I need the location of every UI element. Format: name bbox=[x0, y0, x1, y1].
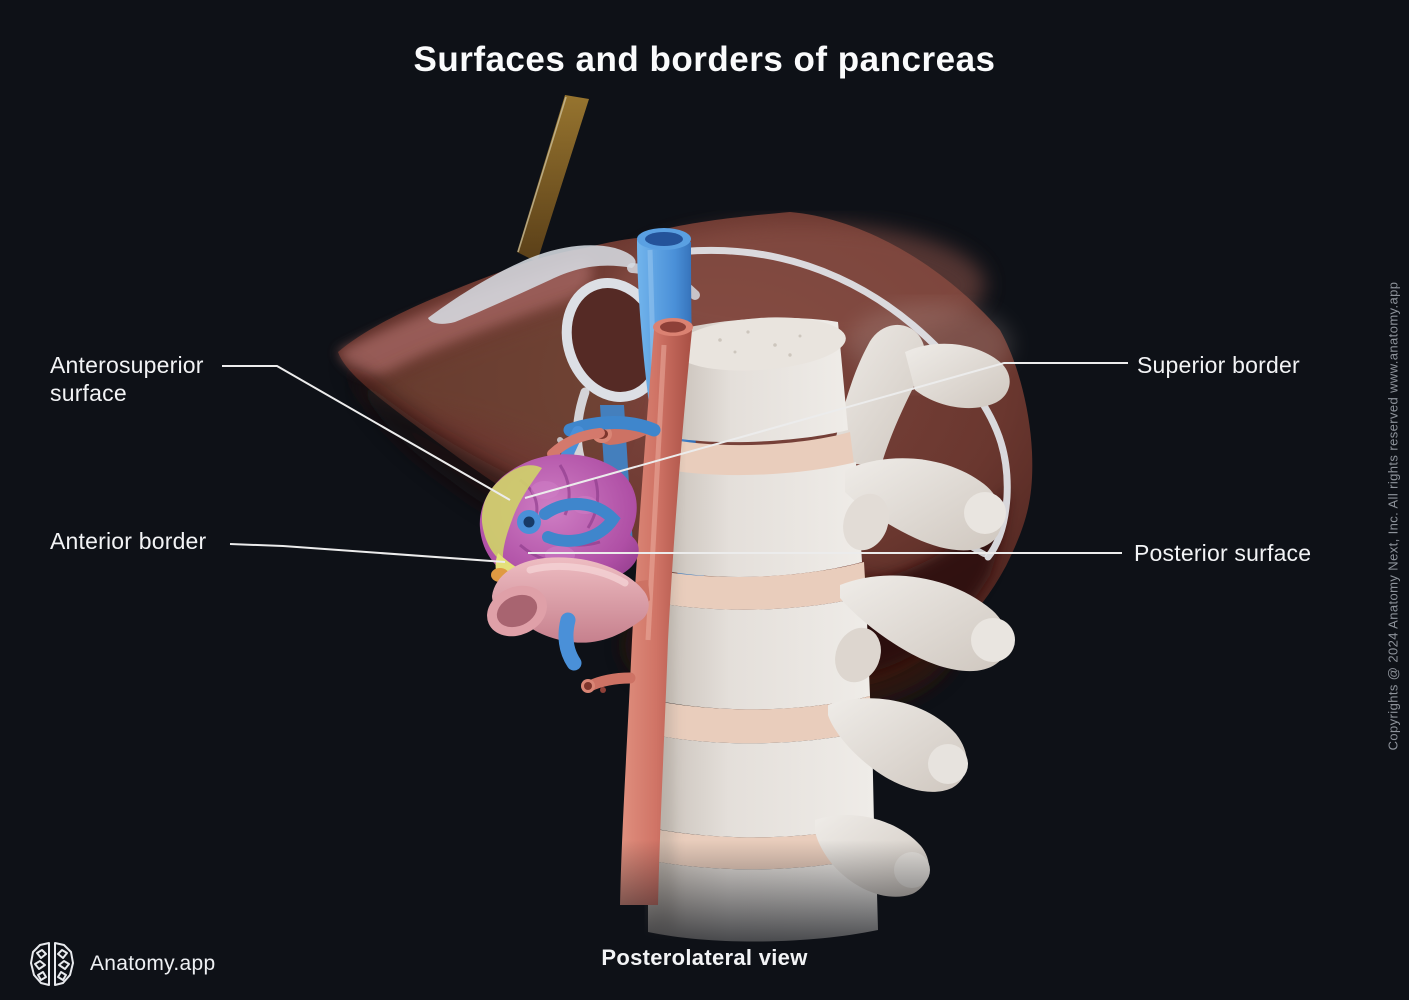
label-posterior-surface: Posterior surface bbox=[1134, 540, 1312, 566]
branding: Anatomy.app bbox=[28, 938, 216, 990]
label-superior-border: Superior border bbox=[1137, 352, 1300, 378]
duodenum bbox=[487, 557, 649, 671]
bottom-fade bbox=[540, 840, 1060, 980]
label-anterosuperior-surface: Anterosuperior surface bbox=[50, 352, 204, 406]
page-title: Surfaces and borders of pancreas bbox=[413, 40, 996, 79]
leader-anterior-border bbox=[229, 543, 506, 563]
label-anterior-border: Anterior border bbox=[50, 528, 207, 554]
view-caption: Posterolateral view bbox=[601, 945, 808, 970]
falciform-ligament bbox=[517, 95, 589, 262]
leader-lines bbox=[222, 362, 1128, 563]
brain-logo-icon bbox=[30, 942, 74, 986]
leader-anterosuperior-surface bbox=[222, 365, 511, 501]
app-name: Anatomy.app bbox=[90, 952, 216, 975]
leader-superior-border bbox=[524, 362, 1128, 499]
copyright-notice: Copyrights @ 2024 Anatomy Next, Inc. All… bbox=[1385, 281, 1401, 751]
